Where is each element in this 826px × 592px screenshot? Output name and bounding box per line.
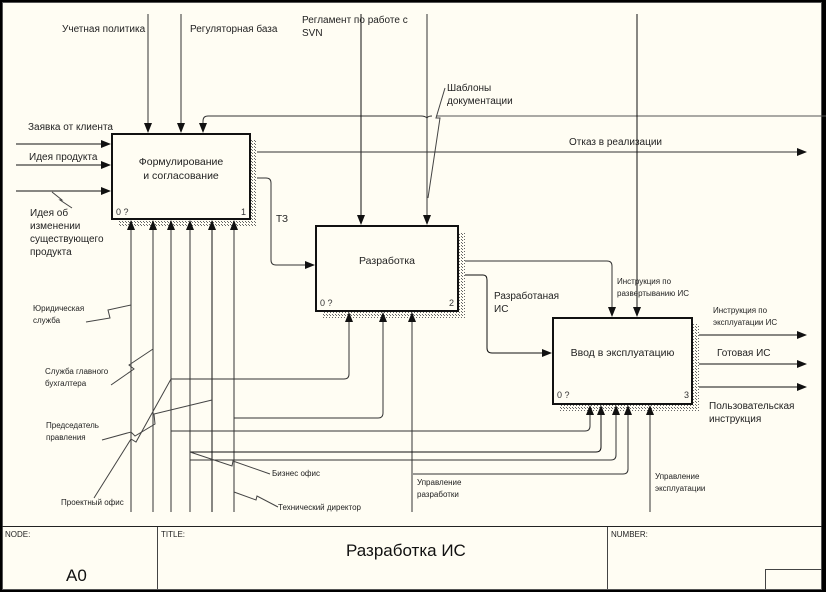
- squiggle-templates: [427, 87, 446, 199]
- box-2-number: 2: [449, 298, 455, 308]
- title-caption: TITLE:: [161, 530, 186, 539]
- label-business-office: Бизнес офис: [272, 469, 320, 478]
- box-1-number: 1: [241, 207, 247, 217]
- arrow-templates-to-box1: [199, 115, 433, 133]
- mech-box2-b: [234, 312, 387, 419]
- label-operation-instruction: Инструкция по эксплуатации ИС: [713, 306, 778, 327]
- arrow-box2-to-box3-control: [465, 260, 616, 317]
- squiggle-project: [93, 378, 172, 499]
- mech-box3-b: [190, 405, 605, 453]
- activity-box-3[interactable]: [552, 317, 693, 405]
- label-ops-management: Управление эксплуатации: [655, 472, 706, 493]
- mech-box2-a: [171, 312, 353, 380]
- box-1-title: Формулирование и согласование: [138, 156, 224, 182]
- activity-box-2[interactable]: [315, 225, 459, 312]
- label-change-idea: Идея об изменении существующего продукта: [30, 208, 104, 258]
- arrow-tz: [257, 177, 315, 269]
- label-product-idea: Идея продукта: [29, 152, 98, 163]
- arrow-developed-is: [465, 274, 552, 357]
- box-3-number: 3: [684, 390, 690, 400]
- label-tz: ТЗ: [276, 214, 289, 225]
- diagram-footer: NODE: A0 TITLE: Разработка ИС NUMBER:: [2, 526, 822, 590]
- activity-box-1[interactable]: [111, 133, 251, 220]
- label-deploy-instruction: Инструкция по развертыванию ИС: [617, 277, 690, 298]
- title-value: Разработка ИС: [346, 541, 466, 560]
- label-user-instruction: Пользовательская инструкция: [709, 401, 795, 425]
- mech-box3-d: [413, 405, 632, 475]
- label-chief-accountant: Служба главного бухгалтера: [45, 367, 109, 388]
- squiggle-business: [189, 451, 271, 475]
- squiggle-accountant: [110, 348, 154, 386]
- box-3-title: Ввод в эксплуатацию: [570, 347, 675, 359]
- box-2-title: Разработка: [359, 255, 415, 267]
- mech-box3-c: [190, 405, 620, 461]
- box-2-cost: 0 ?: [320, 298, 333, 308]
- squiggle-change-idea: [51, 191, 73, 209]
- label-rejection: Отказ в реализации: [569, 137, 663, 148]
- label-ready-is: Готовая ИС: [717, 348, 771, 359]
- box-3-cost: 0 ?: [557, 390, 570, 400]
- squiggle-techdir: [233, 491, 279, 508]
- label-accounting-policy: Учетная политика: [62, 24, 146, 35]
- node-caption: NODE:: [5, 530, 31, 539]
- squiggle-chairman: [101, 399, 213, 441]
- node-value: A0: [66, 566, 87, 585]
- number-box: [765, 569, 822, 589]
- label-project-office: Проектный офис: [61, 498, 124, 507]
- box-1-cost: 0 ?: [116, 207, 129, 217]
- label-legal-service: Юридическая служба: [33, 304, 85, 325]
- squiggle-legal: [85, 304, 132, 323]
- label-doc-templates: Шаблоны документации: [447, 83, 513, 107]
- label-technical-director: Технический директор: [278, 503, 361, 512]
- label-client-request: Заявка от клиента: [28, 122, 113, 133]
- title-cell: TITLE: Разработка ИС: [158, 527, 608, 589]
- label-svn-rules: Регламент по работе с SVN: [302, 15, 408, 39]
- label-developed-is: Разработаная ИС: [494, 291, 560, 315]
- node-cell: NODE: A0: [2, 527, 158, 589]
- label-board-chairman: Председатель правления: [46, 421, 99, 442]
- label-dev-management: Управление разработки: [417, 478, 462, 499]
- number-caption: NUMBER:: [611, 530, 648, 539]
- number-cell: NUMBER:: [608, 527, 822, 589]
- label-regulatory-base: Регуляторная база: [190, 24, 278, 35]
- mech-box3-a: [171, 405, 594, 432]
